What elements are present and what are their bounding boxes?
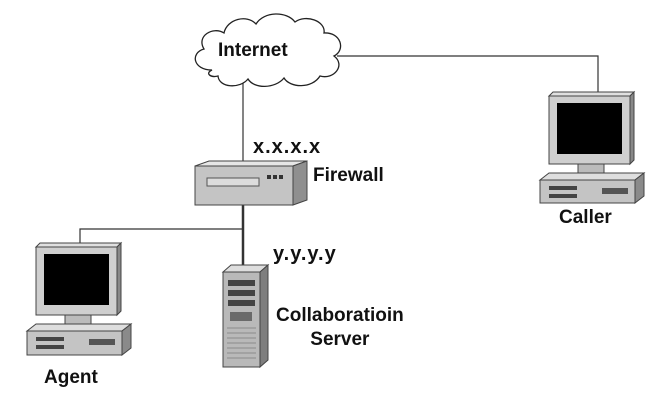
firewall-label: Firewall [313, 165, 384, 186]
server-label-line2: Server [310, 328, 370, 350]
agent-label: Agent [44, 367, 98, 388]
server-tower-icon [221, 263, 270, 369]
connection-lines [79, 55, 599, 268]
firewall-icon [194, 160, 308, 206]
cloud-icon [194, 13, 342, 88]
caller-label: Caller [559, 207, 612, 228]
server-label-line1: Collaboratioin [276, 305, 404, 326]
internet-label: Internet [218, 40, 288, 61]
server-address-label: y.y.y.y [273, 243, 337, 265]
link-internet-caller [337, 55, 599, 92]
agent-computer-icon [25, 241, 133, 357]
firewall-address-label: x.x.x.x [253, 136, 322, 158]
server-label: Collaboratioin Server [276, 304, 404, 352]
caller-computer-icon [538, 90, 646, 205]
link-firewall-agent [79, 205, 244, 243]
